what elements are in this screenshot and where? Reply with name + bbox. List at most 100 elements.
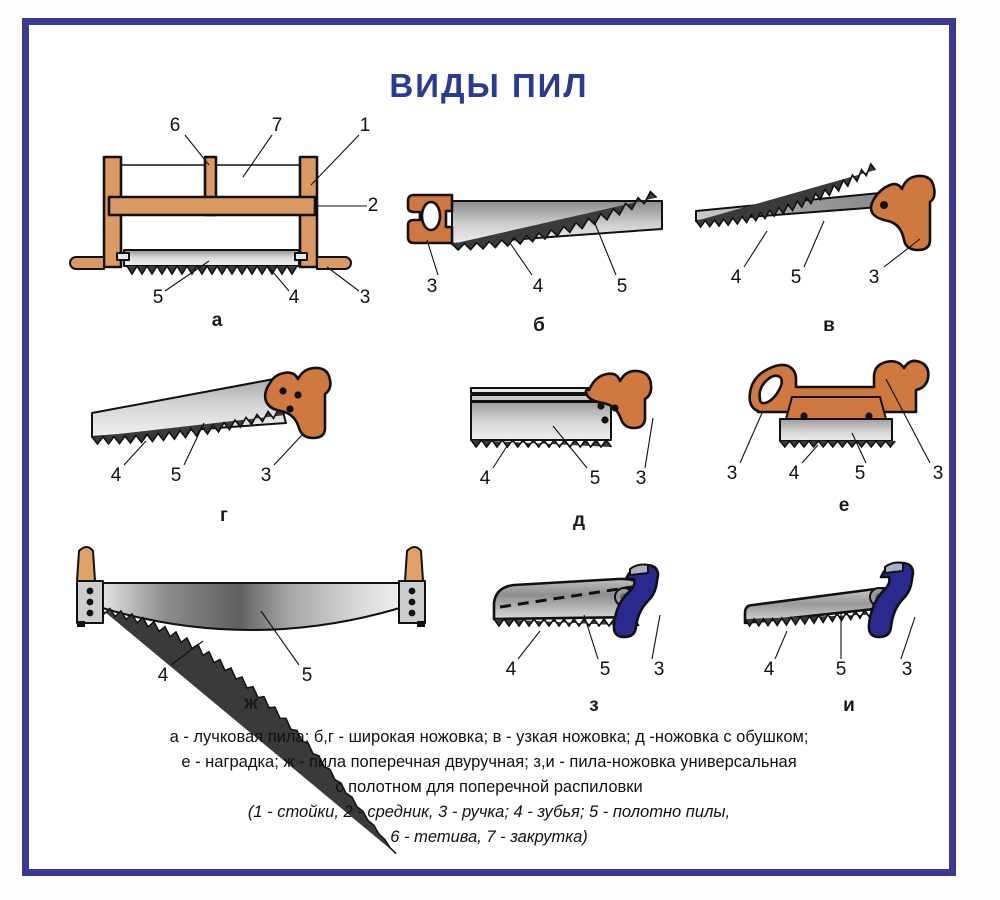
figure-letter-a: а bbox=[211, 310, 223, 331]
callout-4: 4 bbox=[764, 659, 775, 680]
wide-hacksaw-left-drawing: 3 4 5 bbox=[406, 190, 663, 297]
figure-letter-i: и bbox=[843, 695, 855, 716]
callout-5: 5 bbox=[600, 659, 611, 680]
callout-5: 5 bbox=[855, 463, 866, 484]
figure-narrow-hacksaw: 4 5 3 в bbox=[684, 162, 974, 336]
handle-right bbox=[316, 256, 352, 270]
handle-rivet-1 bbox=[597, 402, 605, 410]
handle-left bbox=[76, 546, 96, 582]
backsaw-drawing: 4 5 3 bbox=[470, 369, 654, 489]
caption-line-4: (1 - стойки, 2 - средник, 3 - ручка; 4 -… bbox=[247, 803, 731, 821]
handle-rivet-2 bbox=[611, 404, 619, 412]
handle-left bbox=[69, 256, 105, 270]
saw-handle bbox=[584, 369, 653, 430]
callout-3-right: 3 bbox=[933, 463, 944, 484]
handle-rivet-3 bbox=[286, 405, 294, 413]
figure-letter-e: е bbox=[838, 495, 850, 516]
callout-5: 5 bbox=[791, 267, 802, 288]
saw-handle-blue bbox=[867, 561, 915, 639]
callout-5: 5 bbox=[171, 465, 182, 486]
poster-frame: ВИДЫ ПИЛ bbox=[22, 18, 956, 876]
poster-frame-inner bbox=[29, 25, 949, 869]
handle-top-cap bbox=[629, 563, 649, 576]
saw-handle-blue bbox=[612, 563, 660, 639]
caption-line-3: с полотном для поперечной распиловки bbox=[335, 778, 643, 796]
mount-rivet-r1 bbox=[408, 587, 416, 595]
callout-5: 5 bbox=[836, 659, 847, 680]
callout-4: 4 bbox=[731, 267, 742, 288]
callout-3: 3 bbox=[902, 659, 913, 680]
handle-top-cap bbox=[884, 561, 904, 574]
callout-4: 4 bbox=[480, 468, 491, 489]
blade-mount-right bbox=[294, 252, 308, 261]
callout-5: 5 bbox=[302, 665, 313, 686]
saw-teeth bbox=[451, 190, 658, 252]
callout-6: 6 bbox=[170, 115, 181, 136]
universal-saw-closed-drawing: 4 5 3 bbox=[492, 563, 665, 680]
callout-3: 3 bbox=[427, 276, 438, 297]
handle-rivet bbox=[880, 201, 888, 209]
mount-rivet-l2 bbox=[86, 598, 94, 606]
callout-3: 3 bbox=[261, 465, 272, 486]
figure-wide-hacksaw-left: 3 4 5 б bbox=[394, 175, 684, 336]
callout-4: 4 bbox=[506, 659, 517, 680]
callout-4: 4 bbox=[111, 465, 122, 486]
caption-line-5: 6 - тетива, 7 - закрутка) bbox=[390, 828, 588, 846]
saw-teeth bbox=[470, 438, 613, 449]
handle-rivet-2 bbox=[294, 391, 302, 399]
callout-5: 5 bbox=[617, 276, 628, 297]
mount-rivet-l3 bbox=[86, 609, 94, 617]
callout-4: 4 bbox=[789, 463, 800, 484]
bow-saw-drawing: 6 7 1 2 5 4 3 bbox=[69, 115, 378, 308]
figure-letter-d: д bbox=[572, 510, 586, 531]
figure-bow-saw: 6 7 1 2 5 4 3 а bbox=[57, 115, 378, 331]
mount-foot-right bbox=[417, 621, 425, 627]
caption-line-1: а - лучковая пила; б,г - широкая ножовка… bbox=[169, 728, 809, 746]
saw-blade bbox=[123, 249, 300, 267]
nagradka-drawing: 3 4 5 3 bbox=[727, 359, 944, 484]
handle-right bbox=[404, 546, 424, 582]
middle-bar bbox=[107, 195, 317, 217]
mount-rivet-l1 bbox=[86, 587, 94, 595]
universal-saw-open-drawing: 4 5 3 bbox=[743, 561, 916, 680]
mount-rivet-r2 bbox=[408, 598, 416, 606]
mount-foot-left bbox=[77, 621, 85, 627]
figure-nagradka: 3 4 5 3 е bbox=[714, 355, 974, 525]
handle-rivet-3 bbox=[601, 416, 609, 424]
callout-4: 4 bbox=[289, 287, 300, 308]
figure-letter-g: г bbox=[220, 505, 228, 526]
saw-handle bbox=[263, 366, 332, 440]
handle-hole-left bbox=[758, 374, 784, 405]
callout-4: 4 bbox=[158, 665, 169, 686]
callout-3: 3 bbox=[869, 267, 880, 288]
blade-mount-left bbox=[116, 252, 130, 261]
saw-back-spine-top bbox=[470, 387, 594, 394]
mount-rivet-r3 bbox=[408, 609, 416, 617]
callout-3: 3 bbox=[636, 468, 647, 489]
saw-handle bbox=[869, 174, 936, 252]
figure-universal-saw-closed: 4 5 3 з bbox=[474, 555, 714, 716]
callout-3: 3 bbox=[360, 287, 371, 308]
saw-teeth bbox=[779, 439, 896, 449]
callout-3: 3 bbox=[654, 659, 665, 680]
handle-rivet-1 bbox=[279, 387, 287, 395]
narrow-hacksaw-drawing: 4 5 3 bbox=[695, 162, 936, 288]
wide-hacksaw-tapered-drawing: 4 5 3 bbox=[91, 366, 332, 486]
saw-blade bbox=[470, 401, 612, 441]
figure-universal-saw-open: 4 5 3 и bbox=[729, 555, 969, 716]
callout-7: 7 bbox=[272, 115, 283, 136]
blade-rivet-1 bbox=[800, 412, 808, 420]
figure-crosscut-saw: 4 5 ж bbox=[51, 545, 451, 855]
callout-5: 5 bbox=[153, 287, 164, 308]
saw-back-spine-bottom bbox=[470, 394, 594, 402]
caption-line-2: е - наградка; ж - пила поперечная двуруч… bbox=[181, 753, 797, 771]
figure-letter-zh: ж bbox=[244, 693, 258, 714]
crosscut-saw-drawing: 4 5 bbox=[76, 546, 426, 855]
callout-5: 5 bbox=[590, 468, 601, 489]
callout-3-left: 3 bbox=[727, 463, 738, 484]
callout-1: 1 bbox=[360, 115, 371, 136]
saw-teeth bbox=[126, 264, 298, 276]
figure-letter-z: з bbox=[589, 695, 599, 716]
figure-letter-b: б bbox=[533, 315, 545, 336]
